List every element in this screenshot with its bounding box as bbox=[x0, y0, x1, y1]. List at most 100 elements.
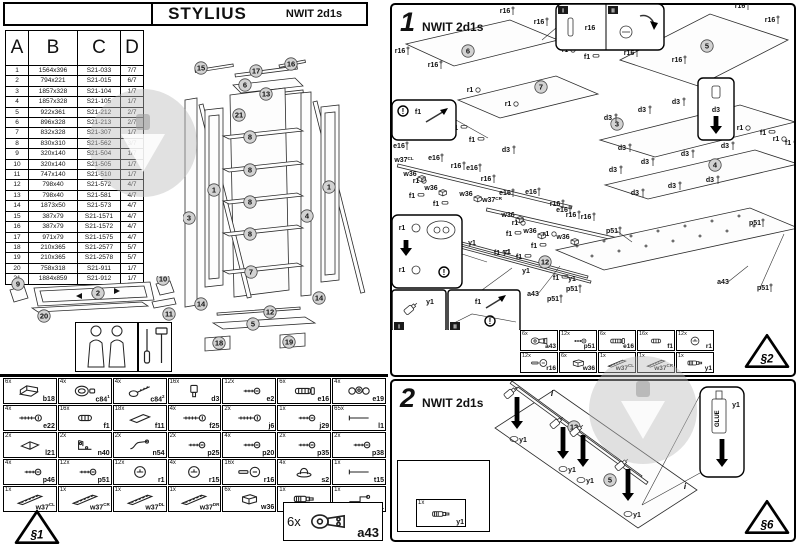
parts-table-cell: S21-581 bbox=[77, 189, 121, 202]
hardware-qty: 1x bbox=[600, 353, 606, 359]
parts-table-cell: 1/7 bbox=[120, 148, 144, 160]
callout-w36: w36 bbox=[555, 234, 569, 241]
parts-table-cell: 14 bbox=[5, 200, 29, 212]
dowel-icon bbox=[70, 411, 100, 426]
part-number-8: 8 bbox=[243, 195, 257, 209]
svg-text:17: 17 bbox=[252, 67, 260, 76]
section-sign-6: §6 bbox=[744, 498, 790, 539]
hardware-code: w37CR bbox=[89, 501, 110, 511]
capscrew-icon bbox=[125, 384, 155, 399]
svg-text:12: 12 bbox=[570, 423, 578, 432]
hardware-code: p35 bbox=[317, 450, 330, 457]
hardware-qty: 1x bbox=[279, 406, 286, 412]
hardware-code: p51 bbox=[583, 343, 595, 350]
parts-table-cell: S21-2578 bbox=[77, 252, 121, 264]
callout-r16: r16 bbox=[624, 50, 635, 57]
hardware-code: l1 bbox=[378, 423, 384, 430]
part-number-6: 6 bbox=[238, 78, 252, 92]
svg-text:4: 4 bbox=[305, 212, 310, 221]
hardware-code: b18 bbox=[42, 396, 55, 403]
part-number-14: 14 bbox=[194, 297, 208, 311]
parts-table-cell: 1/7 bbox=[120, 169, 144, 181]
hardware-qty: 4x bbox=[59, 379, 67, 385]
svg-text:13: 13 bbox=[262, 90, 270, 99]
callout-a43: a43 bbox=[717, 279, 729, 286]
callout-y1: y1 bbox=[586, 478, 594, 485]
title-bar-empty-cell bbox=[5, 4, 153, 24]
svg-text:14: 14 bbox=[315, 294, 324, 303]
column-header-A: A bbox=[5, 30, 29, 66]
callout-w37cl: w37CL bbox=[393, 156, 414, 164]
svg-text:5: 5 bbox=[251, 320, 255, 329]
parts-table-cell: 2 bbox=[5, 75, 29, 87]
svg-text:10: 10 bbox=[159, 276, 167, 284]
hardware-qty: 2x bbox=[59, 433, 67, 439]
callout-f1: f1 bbox=[433, 201, 439, 208]
callout-f1: f1 bbox=[494, 250, 500, 257]
callout-w37cr: w37CR bbox=[481, 196, 503, 204]
hardware-code: c841 bbox=[95, 393, 110, 403]
parts-table-cell: S21-911 bbox=[77, 262, 121, 275]
hardware-qty: 4x bbox=[169, 406, 176, 412]
parts-table-cell: 16 bbox=[5, 221, 29, 233]
parts-table-cell: 4/7 bbox=[120, 231, 144, 243]
hardware-qty: 16x bbox=[224, 460, 235, 466]
parts-table-cell: 1 bbox=[5, 64, 29, 77]
hardware-qty: 12x bbox=[678, 331, 687, 337]
part-number-2: 2 bbox=[91, 286, 105, 300]
callout-p51: p51 bbox=[606, 228, 618, 235]
parts-table-cell: 387x79 bbox=[28, 210, 78, 223]
orientation-mark-i: i bbox=[551, 389, 554, 398]
callout-r16: r16 bbox=[500, 8, 511, 15]
hardware-item-c841: 4x c841 bbox=[57, 378, 112, 404]
part-number-4: 4 bbox=[300, 209, 314, 223]
hardware-code: w37DR bbox=[199, 501, 220, 511]
screwS-icon bbox=[567, 335, 589, 346]
screw-icon bbox=[15, 411, 45, 426]
svg-text:20: 20 bbox=[40, 312, 48, 321]
rail-icon bbox=[125, 492, 155, 507]
parts-table-cell: 18 bbox=[5, 241, 29, 254]
callout-f1: f1 bbox=[516, 254, 522, 261]
callout-d3: d3 bbox=[502, 147, 510, 154]
parts-table-cell: 922x361 bbox=[28, 106, 78, 119]
svg-text:3: 3 bbox=[187, 214, 191, 223]
parts-table-cell: 5/7 bbox=[120, 252, 144, 264]
euro-icon bbox=[606, 335, 628, 346]
callout-e16: e16 bbox=[525, 189, 537, 196]
cambolt-icon bbox=[528, 357, 550, 368]
part-number-6: 6 bbox=[461, 44, 475, 58]
callout-e16: e16 bbox=[556, 207, 568, 214]
wedge-icon bbox=[125, 411, 155, 426]
svg-text:15: 15 bbox=[197, 64, 205, 73]
hardware-code: d3 bbox=[211, 396, 220, 403]
part-number-12: 12 bbox=[263, 305, 277, 319]
screwS-icon bbox=[234, 384, 264, 399]
hardware-code: n54 bbox=[152, 450, 165, 457]
callout-r1: r1 bbox=[399, 225, 406, 232]
hardware-qty: 6x bbox=[561, 353, 567, 359]
hardware-code: p20 bbox=[262, 450, 275, 457]
part-number-8: 8 bbox=[243, 227, 257, 241]
bottle-icon bbox=[289, 492, 319, 507]
parts-table-cell: 1857x328 bbox=[28, 96, 78, 108]
